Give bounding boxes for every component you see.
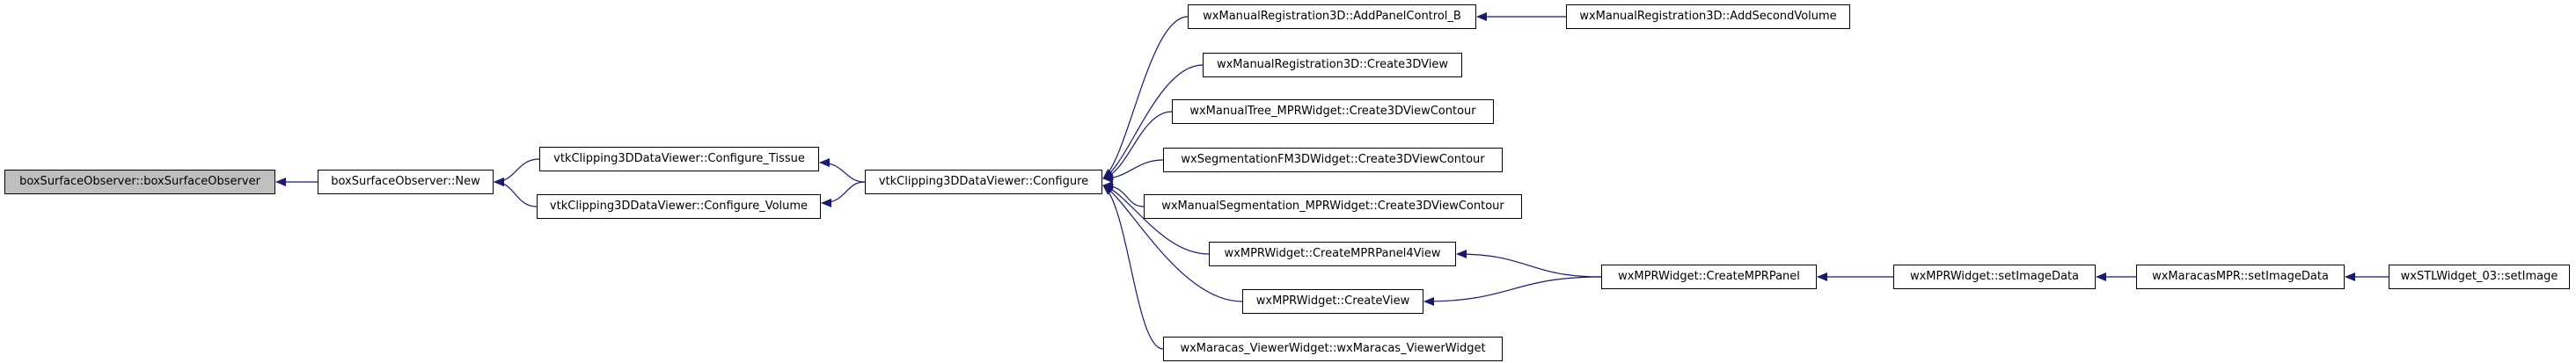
graph-node-wxmprwidget-createmprpanel4view[interactable]: wxMPRWidget::CreateMPRPanel4View	[1209, 242, 1456, 266]
edge-n14-to-n12	[1423, 276, 1602, 306]
edges-layer	[275, 12, 2389, 350]
graph-node-wxmaracas-viewerwidget-wxmaracas-viewerwidget[interactable]: wxMaracas_ViewerWidget::wxMaracas_Viewer…	[1163, 337, 1503, 361]
edge-n9-to-n4	[1102, 159, 1164, 184]
edge-n4-to-n3	[821, 181, 866, 207]
graph-node-wxmprwidget-createmprpanel[interactable]: wxMPRWidget::CreateMPRPanel	[1601, 265, 1817, 289]
edge-n4-to-n2	[819, 157, 866, 183]
edge-n2-to-n1	[494, 158, 540, 186]
graph-node-wxsegmentationfm3dwidget-create3dviewcontour[interactable]: wxSegmentationFM3DWidget::Create3DViewCo…	[1163, 148, 1503, 172]
graph-node-wxstlwidget-03-setimage[interactable]: wxSTLWidget_03::setImage	[2389, 265, 2570, 289]
edge-n8-to-n4	[1102, 111, 1173, 180]
graph-node-vtkclipping3ddataviewer-configure-tissue[interactable]: vtkClipping3DDataViewer::Configure_Tissu…	[539, 147, 819, 171]
edge-n12-to-n4	[1102, 185, 1243, 302]
edge-n7-to-n4	[1102, 64, 1204, 179]
graph-node-wxmanualregistration3d-addpanelcontrol-b[interactable]: wxManualRegistration3D::AddPanelControl_…	[1188, 4, 1476, 29]
graph-node-boxsurfaceobserver-new[interactable]: boxSurfaceObserver::New	[318, 170, 494, 194]
graph-node-wxmaracasmpr-setimagedata[interactable]: wxMaracasMPR::setImageData	[2136, 265, 2345, 289]
graph-node-wxmprwidget-setimagedata[interactable]: wxMPRWidget::setImageData	[1893, 265, 2096, 289]
graph-node-wxmanualregistration3d-addsecondvolume[interactable]: wxManualRegistration3D::AddSecondVolume	[1566, 4, 1850, 29]
graph-node-wxmanualsegmentation-mprwidget-create3dviewcontour[interactable]: wxManualSegmentation_MPRWidget::Create3D…	[1144, 194, 1522, 219]
edge-n13-to-n4	[1102, 185, 1164, 350]
edge-n3-to-n1	[494, 178, 538, 207]
graph-node-vtkclipping3ddataviewer-configure-volume[interactable]: vtkClipping3DDataViewer::Configure_Volum…	[537, 194, 821, 219]
edge-n5-to-n4	[1102, 16, 1189, 179]
graph-node-wxmprwidget-createview[interactable]: wxMPRWidget::CreateView	[1242, 289, 1423, 314]
edge-n14-to-n11	[1456, 250, 1602, 278]
graph-node-wxmanualtree-mprwidget-create3dviewcontour[interactable]: wxManualTree_MPRWidget::Create3DViewCont…	[1172, 99, 1494, 124]
graph-node-wxmanualregistration3d-create3dview[interactable]: wxManualRegistration3D::Create3DView	[1203, 53, 1462, 77]
graph-node-boxsurfaceobserver-boxsurfaceobserver: boxSurfaceObserver::boxSurfaceObserver	[4, 170, 275, 194]
graph-node-vtkclipping3ddataviewer-configure[interactable]: vtkClipping3DDataViewer::Configure	[865, 170, 1102, 194]
